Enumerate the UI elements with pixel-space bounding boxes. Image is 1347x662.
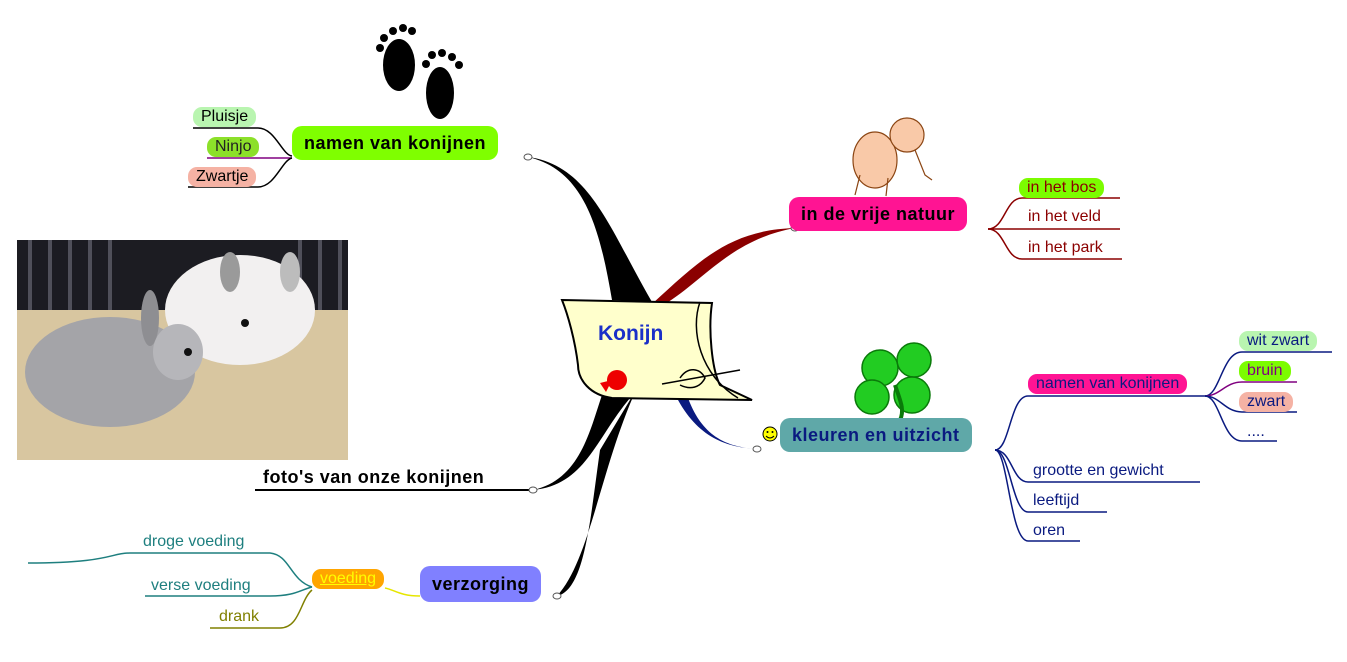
- child-drank[interactable]: drank: [219, 608, 260, 625]
- node-kleuren-en-uitzicht[interactable]: kleuren en uitzicht: [780, 418, 972, 452]
- center-paper: [560, 298, 753, 401]
- baby-icon: [852, 117, 933, 197]
- connector-fotos: [533, 395, 630, 490]
- connector-kleuren: [678, 398, 760, 449]
- child-pluisje[interactable]: Pluisje: [193, 107, 257, 127]
- child-ellipsis[interactable]: ....: [1247, 423, 1265, 440]
- node-fotos-van-onze-konijnen[interactable]: foto's van onze konijnen: [263, 467, 485, 487]
- child-in-het-park[interactable]: in het park: [1028, 239, 1103, 256]
- child-voeding[interactable]: voeding: [312, 569, 385, 589]
- child-ninjo[interactable]: Ninjo: [207, 137, 260, 157]
- center-title[interactable]: Konijn: [598, 322, 664, 345]
- child-verse-voeding[interactable]: verse voeding: [151, 577, 251, 594]
- node-verzorging[interactable]: verzorging: [420, 566, 542, 602]
- node-namen-van-konijnen[interactable]: namen van konijnen: [292, 126, 499, 160]
- child-zwart[interactable]: zwart: [1239, 392, 1294, 412]
- child-in-het-veld[interactable]: in het veld: [1028, 208, 1101, 225]
- child-namen-van-konijnen-2[interactable]: namen van konijnen: [1028, 374, 1188, 394]
- child-wit-zwart[interactable]: wit zwart: [1239, 331, 1318, 351]
- child-oren[interactable]: oren: [1033, 522, 1066, 539]
- rabbit-photo: [17, 240, 348, 460]
- child-in-het-bos[interactable]: in het bos: [1019, 178, 1105, 198]
- smiley-icon: [762, 426, 778, 442]
- child-grootte-en-gewicht[interactable]: grootte en gewicht: [1033, 462, 1164, 479]
- footprints-icon: [376, 24, 463, 119]
- kleuren-child-lines: [994, 351, 1332, 542]
- node-in-de-vrije-natuur[interactable]: in de vrije natuur: [789, 197, 968, 231]
- connector-verzorging: [557, 390, 636, 596]
- namen-child-lines: [188, 127, 293, 188]
- connector-natuur: [652, 228, 795, 306]
- child-leeftijd[interactable]: leeftijd: [1033, 492, 1080, 509]
- seal-icon: [600, 370, 627, 392]
- connector-namen: [528, 157, 652, 302]
- child-droge-voeding[interactable]: droge voeding: [143, 533, 245, 550]
- child-zwartje[interactable]: Zwartje: [188, 167, 257, 187]
- natuur-child-lines: [987, 197, 1122, 260]
- verzorging-child-lines: [27, 552, 421, 629]
- writing-hand-icon: [661, 369, 741, 389]
- child-bruin[interactable]: bruin: [1239, 361, 1291, 381]
- clover-icon: [854, 342, 932, 421]
